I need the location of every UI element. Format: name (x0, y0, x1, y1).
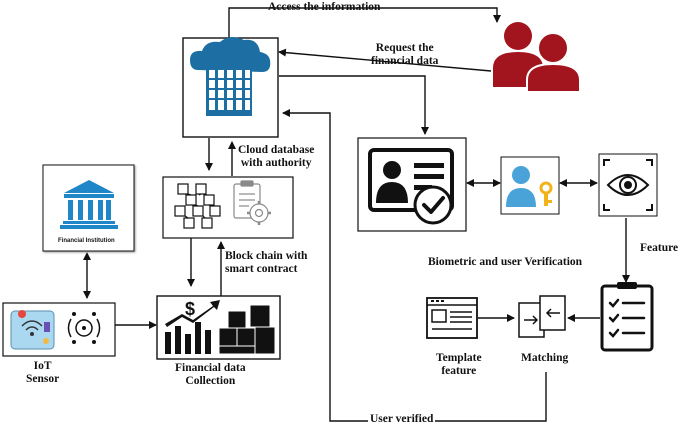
id-card-box (357, 137, 467, 232)
label-iot-line2: Sensor (26, 373, 60, 385)
label-cloud-line1: Cloud database (238, 144, 315, 156)
label-blockchain: Block chain with smart contract (225, 250, 307, 276)
id-card-verified-icon (368, 148, 454, 225)
template-window-icon (426, 297, 478, 339)
user-key-icon (506, 166, 553, 207)
label-request-line1: Request the (375, 42, 434, 54)
label-request-financial-data: Request the financial data (371, 42, 438, 68)
label-collection-line1: Financial data (175, 362, 246, 374)
cloud-server-icon (190, 36, 271, 116)
cloud-server-box (182, 36, 279, 138)
checklist-icon (600, 282, 654, 352)
label-access-information: Access the information (268, 1, 381, 13)
financial-collection-box: $ (156, 295, 281, 360)
eye-scan-box (598, 153, 658, 217)
eye-scan-icon (603, 159, 653, 211)
label-financial-institution: Financial Institution (58, 238, 115, 244)
user-key-box (500, 156, 560, 215)
label-blockchain-line1: Block chain with (225, 250, 308, 262)
iot-sensor-icon (10, 310, 101, 350)
label-template-line1: Template (436, 352, 482, 364)
iot-sensor-box (2, 302, 116, 357)
svg-text:$: $ (185, 299, 195, 319)
contract-gear-icon (233, 180, 271, 225)
label-matching: Matching (521, 352, 569, 364)
arrow-request-financial-data (278, 48, 492, 72)
financial-growth-icon: $ (165, 299, 276, 355)
label-user-verified: User verified (368, 413, 436, 426)
label-iot-sensor: IoT Sensor (26, 360, 59, 386)
arrow-access-information (228, 7, 501, 38)
arrow-user-verified (282, 109, 547, 422)
matching-arrows-icon (518, 295, 566, 338)
label-template-feature: Template feature (436, 352, 482, 378)
label-financial-collection: Financial data Collection (175, 362, 246, 388)
label-feature: Feature (640, 242, 679, 254)
label-collection-line2: Collection (185, 375, 236, 387)
label-template-line2: feature (441, 365, 477, 377)
label-cloud-line2: with authority (240, 157, 312, 169)
label-biometric-verification: Biometric and user Verification (428, 256, 583, 268)
blockchain-cubes-icon (174, 183, 221, 229)
connectors (83, 7, 630, 422)
bank-building-icon (60, 180, 118, 229)
blockchain-box (162, 176, 294, 239)
users-group-icon (493, 22, 581, 93)
financial-institution-box (42, 164, 135, 252)
label-cloud-database: Cloud database with authority (238, 144, 314, 170)
arrow-cloud-to-idcard (279, 75, 429, 135)
label-request-line2: financial data (371, 55, 439, 67)
label-blockchain-line2: smart contract (225, 263, 298, 275)
label-iot-line1: IoT (33, 360, 52, 372)
